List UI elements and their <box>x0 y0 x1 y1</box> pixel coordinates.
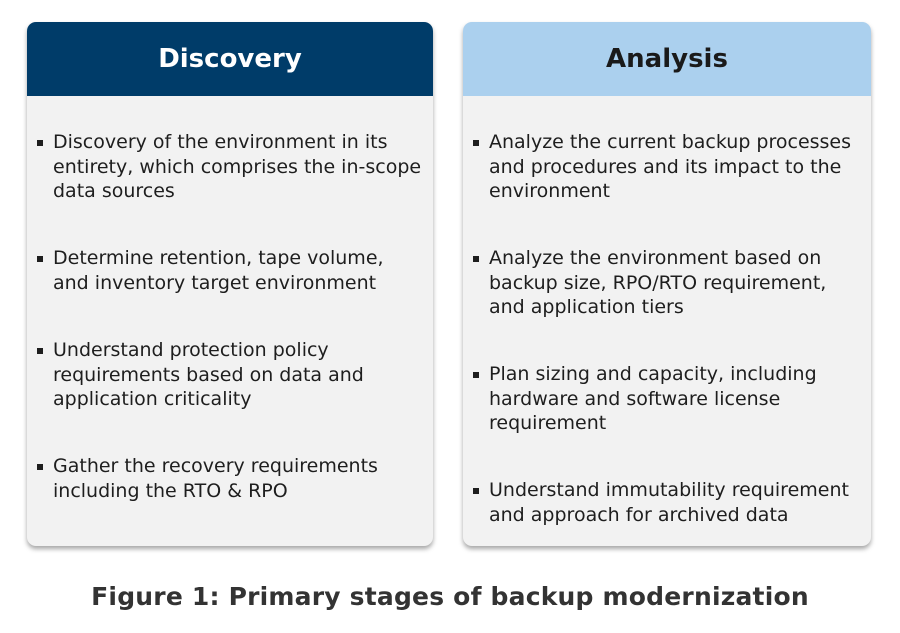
bullet-icon <box>473 372 479 378</box>
list-item: Analyze the current backup processes and… <box>473 130 861 204</box>
analysis-card: Analysis Analyze the current backup proc… <box>463 22 871 546</box>
list-item-text: Gather the recovery requirements includi… <box>53 455 378 502</box>
bullet-icon <box>473 488 479 494</box>
figure-caption: Figure 1: Primary stages of backup moder… <box>91 582 809 611</box>
list-item-text: Analyze the environment based on backup … <box>489 247 827 318</box>
list-item-text: Understand protection policy requirement… <box>53 339 364 410</box>
list-item: Understand protection policy requirement… <box>37 338 423 412</box>
discovery-card: Discovery Discovery of the environment i… <box>27 22 433 546</box>
bullet-icon <box>37 464 43 470</box>
list-item: Determine retention, tape volume, and in… <box>37 246 423 295</box>
list-item: Understand immutability requirement and … <box>473 478 861 527</box>
list-item: Discovery of the environment in its enti… <box>37 130 423 204</box>
list-item-text: Analyze the current backup processes and… <box>489 131 852 202</box>
bullet-icon <box>37 256 43 262</box>
list-item-text: Understand immutability requirement and … <box>489 479 849 526</box>
list-item: Analyze the environment based on backup … <box>473 246 861 320</box>
list-item-text: Plan sizing and capacity, including hard… <box>489 363 817 434</box>
discovery-header: Discovery <box>27 22 433 96</box>
bullet-icon <box>473 256 479 262</box>
list-item: Plan sizing and capacity, including hard… <box>473 362 861 436</box>
analysis-header: Analysis <box>463 22 871 96</box>
list-item: Gather the recovery requirements includi… <box>37 454 423 503</box>
bullet-icon <box>37 348 43 354</box>
bullet-icon <box>473 140 479 146</box>
list-item-text: Determine retention, tape volume, and in… <box>53 247 384 294</box>
bullet-icon <box>37 140 43 146</box>
list-item-text: Discovery of the environment in its enti… <box>53 131 422 202</box>
